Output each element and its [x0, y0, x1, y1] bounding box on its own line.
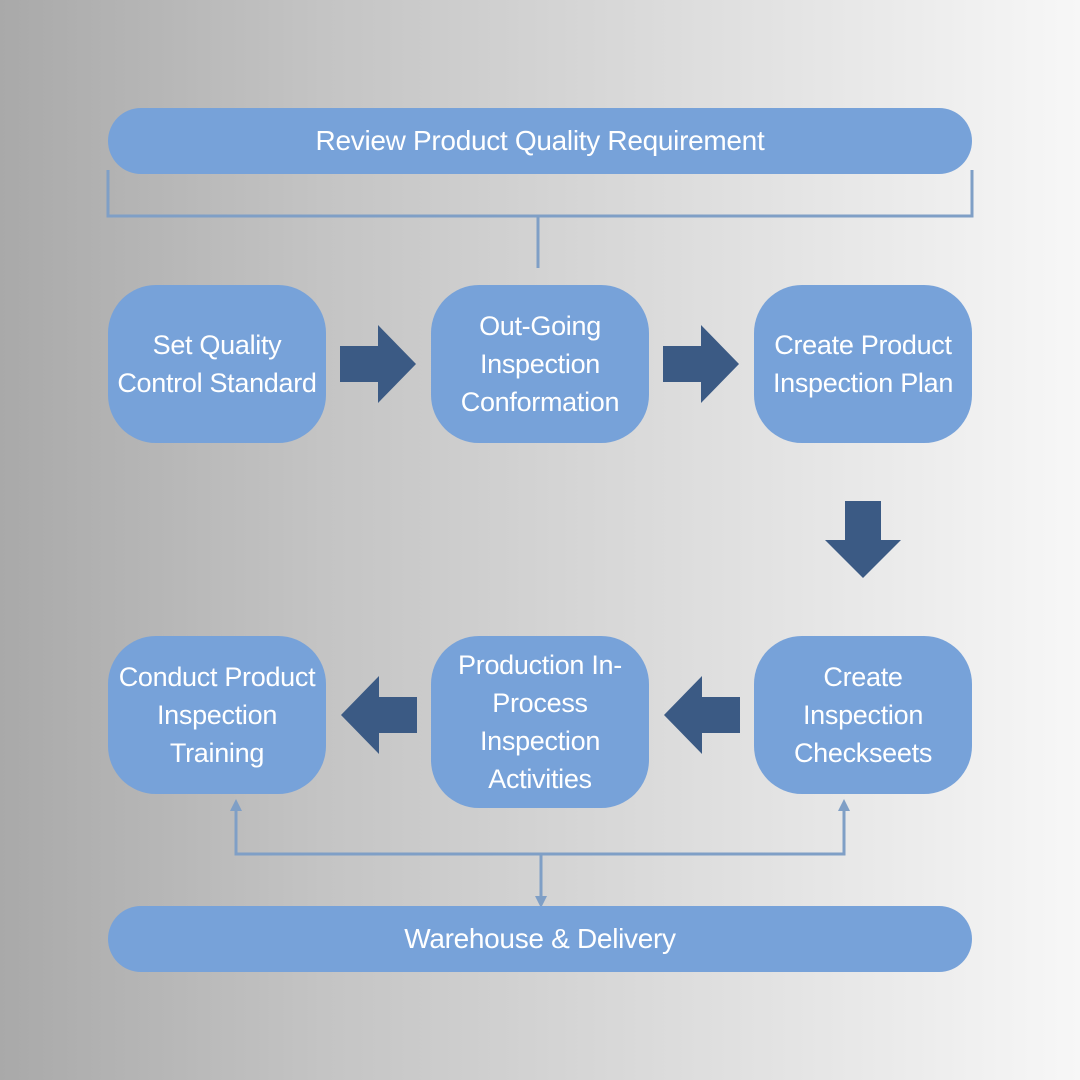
arrow-down — [825, 501, 901, 578]
arrowhead-up-left — [230, 799, 242, 811]
arrowhead-up-right — [838, 799, 850, 811]
step-in-process-inspection: Production In- Process Inspection Activi… — [431, 636, 649, 808]
top-bracket — [106, 170, 974, 218]
arrow-right-2 — [663, 325, 739, 403]
arrowhead-down-center — [535, 896, 547, 908]
step-create-inspection-plan: Create Product Inspection Plan — [754, 285, 972, 443]
top-bar-review-requirement: Review Product Quality Requirement — [108, 108, 972, 174]
step-create-checksheets: Create Inspection Checkseets — [754, 636, 972, 794]
arrow-left-1 — [664, 676, 740, 754]
arrow-right-1 — [340, 325, 416, 403]
bottom-bar-warehouse-delivery: Warehouse & Delivery — [108, 906, 972, 972]
step-conduct-training: Conduct Product Inspection Training — [108, 636, 326, 794]
step-set-quality-standard: Set Quality Control Standard — [108, 285, 326, 443]
arrow-left-2 — [341, 676, 417, 754]
step-outgoing-inspection: Out-Going Inspection Conformation — [431, 285, 649, 443]
